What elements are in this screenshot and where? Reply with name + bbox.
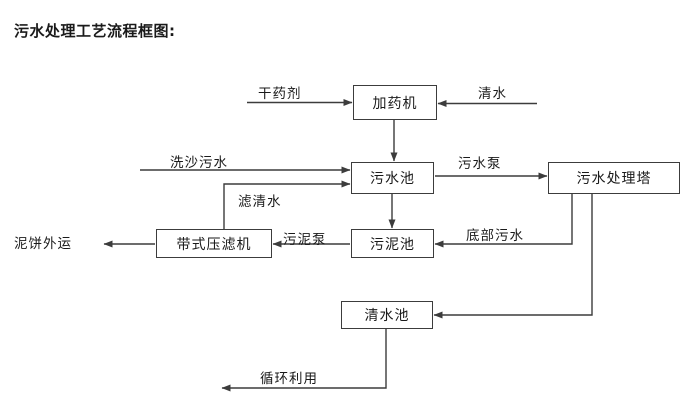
node-clear-water-pool[interactable]: 清水池 <box>341 301 433 329</box>
edge-label-clean-water: 清水 <box>478 86 507 102</box>
edge-label-filtered-clear-water: 滤清水 <box>238 194 282 210</box>
edge-label-dry-chemical: 干药剂 <box>258 86 302 102</box>
edge-label-sand-wash-sewage: 洗沙污水 <box>170 155 228 171</box>
page-title: 污水处理工艺流程框图: <box>14 22 176 40</box>
node-wastewater-pool[interactable]: 污水池 <box>351 162 434 194</box>
edge-label-mud-cake-transport: 泥饼外运 <box>14 236 72 252</box>
node-dosing-machine[interactable]: 加药机 <box>353 85 437 120</box>
edge-clear-water-pool-to-recycle-reuse <box>221 329 387 392</box>
node-sludge-pool[interactable]: 污泥池 <box>351 229 434 258</box>
edge-label-sludge-pump: 污泥泵 <box>283 232 327 248</box>
edge-belt-filter-press-to-wastewater-pool <box>223 180 351 229</box>
node-belt-filter-press[interactable]: 带式压滤机 <box>156 229 272 258</box>
edge-label-recycle-reuse: 循环利用 <box>260 371 318 387</box>
edge-treatment-tower-to-clear-water-pool <box>433 194 593 319</box>
edge-label-bottom-sewage: 底部污水 <box>466 228 524 244</box>
edge-treatment-tower-to-sludge-pool <box>434 194 573 248</box>
node-treatment-tower[interactable]: 污水处理塔 <box>548 162 680 194</box>
edge-label-wastewater-pump: 污水泵 <box>458 156 502 172</box>
